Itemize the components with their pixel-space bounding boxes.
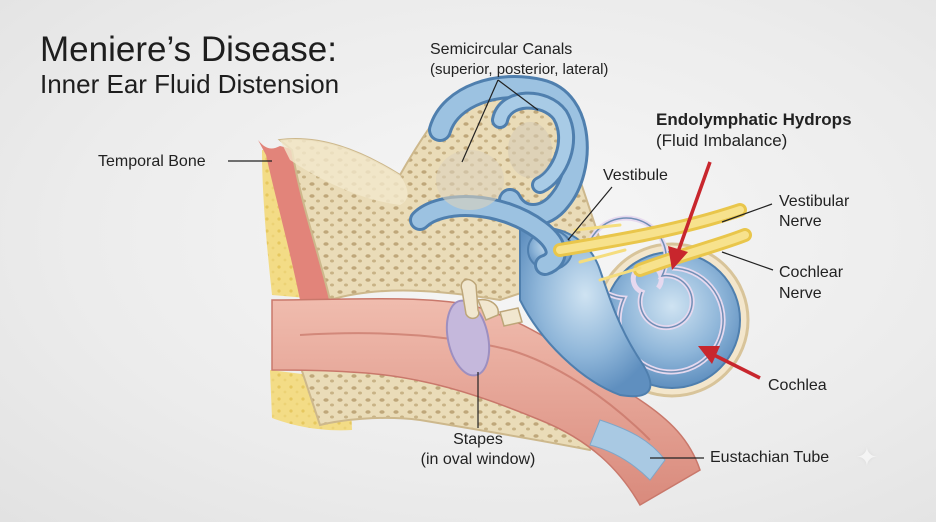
semicircular-canals-shape bbox=[409, 75, 589, 276]
label-cochlear-nerve-2: Nerve bbox=[779, 285, 822, 302]
label-stapes-sub: (in oval window) bbox=[420, 451, 536, 468]
red-arrows bbox=[668, 161, 761, 380]
label-vestibule: Vestibule bbox=[603, 167, 668, 184]
eardrum bbox=[445, 299, 491, 377]
nerves bbox=[553, 203, 752, 282]
label-eustachian-tube: Eustachian Tube bbox=[710, 449, 830, 466]
page-title: Meniere’s Disease: bbox=[40, 30, 337, 69]
label-endolymphatic-hydrops: Endolymphatic Hydrops bbox=[656, 110, 852, 129]
ossicles bbox=[460, 278, 523, 327]
page-subtitle: Inner Ear Fluid Distension bbox=[40, 69, 340, 99]
label-semicircular-canals-sub: (superior, posterior, lateral) bbox=[430, 61, 609, 78]
label-stapes: Stapes bbox=[453, 431, 503, 448]
label-temporal-bone: Temporal Bone bbox=[98, 153, 206, 170]
label-semicircular-canals: Semicircular Canals bbox=[430, 41, 573, 58]
skin-tissue bbox=[258, 140, 330, 300]
eustachian-tube bbox=[589, 419, 666, 481]
sparkle-icon: ✦ bbox=[856, 442, 878, 472]
label-fluid-imbalance: (Fluid Imbalance) bbox=[656, 131, 788, 150]
label-cochlea: Cochlea bbox=[768, 377, 827, 394]
label-cochlear-nerve-1: Cochlear bbox=[779, 264, 844, 281]
leader-lines bbox=[228, 79, 774, 459]
label-vestibular-nerve-2: Nerve bbox=[779, 213, 822, 230]
label-vestibular-nerve-1: Vestibular bbox=[779, 193, 850, 210]
